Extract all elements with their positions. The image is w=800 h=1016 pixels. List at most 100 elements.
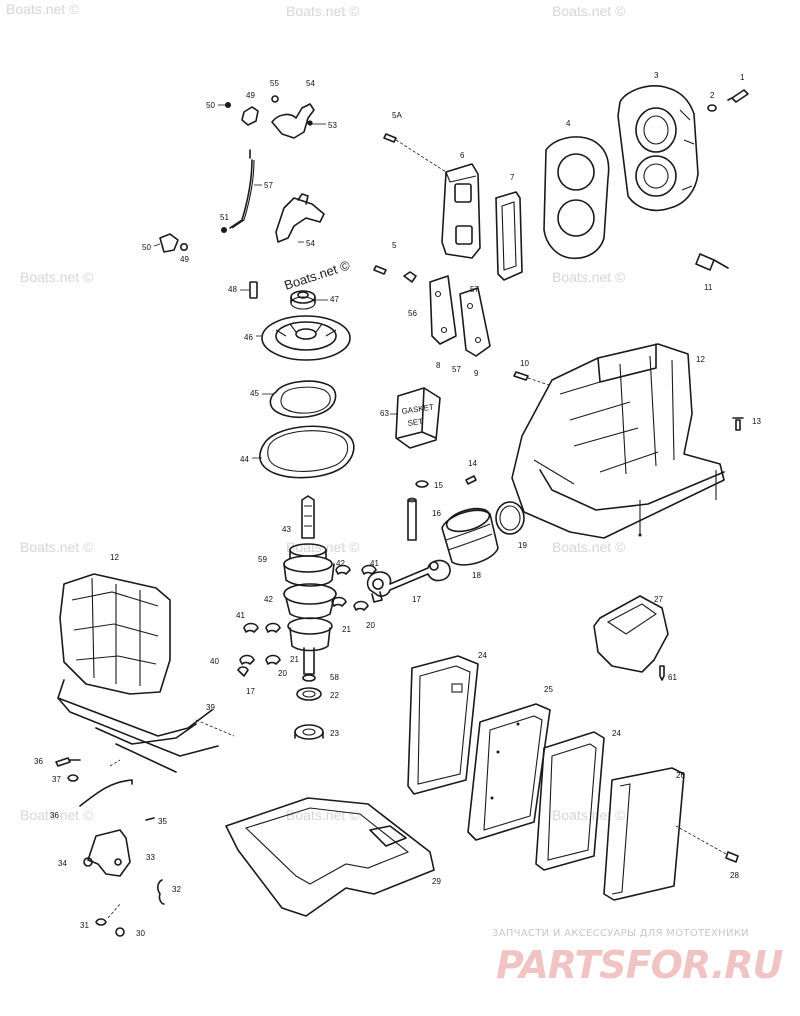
cover-27 [593,595,669,681]
part-number: 19 [518,541,527,550]
crankcase-gaskets [252,380,355,479]
watermark: Boats.net © [552,539,626,555]
part-number: 53 [328,121,337,130]
part-number: 16 [432,509,441,518]
watermark: Boats.net © [552,807,626,823]
part-number: 50 [206,101,215,110]
part-number: 25 [544,685,553,694]
watermark: Boats.net © [552,269,626,285]
part-number: 54 [306,79,315,88]
part-number: 32 [172,885,181,894]
part-number: 49 [246,91,255,100]
part-number: 6 [460,151,465,160]
crankcase-left [55,573,235,937]
part-number: 4 [566,119,571,128]
part-number: 21 [290,655,299,664]
part-number: 55 [270,79,279,88]
part-number: 24 [612,729,621,738]
watermark: Boats.net © [20,539,94,555]
part-number: 43 [282,525,291,534]
brand-logo: PARTSFOR.RU [496,943,784,987]
box-label-line2: SET [407,417,424,428]
part-number: 31 [80,921,89,930]
part-number: 10 [520,359,529,368]
brand-watermark: ЗАПЧАСТИ И АКСЕССУАРЫ ДЛЯ МОТОТЕХНИКИ PA… [492,928,785,987]
part-number: 24 [478,651,487,660]
part-number: 48 [228,285,237,294]
part-number: 17 [246,687,255,696]
piston-group [407,475,525,566]
part-number: 22 [330,691,339,700]
part-number: 39 [206,703,215,712]
linkage-assembly [153,95,326,253]
part-number: 33 [146,853,155,862]
part-number: 41 [236,611,245,620]
part-number: 46 [244,333,253,342]
brand-tagline: ЗАПЧАСТИ И АКСЕССУАРЫ ДЛЯ МОТОТЕХНИКИ [492,928,749,939]
part-number: 54 [306,239,315,248]
part-number-labels: 1 2 3 4 5 5A 6 7 8 9 10 11 12 12 13 14 1… [34,71,761,938]
part-number: 5A [392,111,402,120]
part-number: 49 [180,255,189,264]
part-number: 20 [366,621,375,630]
part-number: 36 [34,757,43,766]
part-number: 57 [470,285,479,294]
part-number: 28 [730,871,739,880]
part-number: 37 [52,775,61,784]
plates-and-gaskets [225,655,739,917]
part-number: 63 [380,409,389,418]
part-number: 35 [158,817,167,826]
watermark: Boats.net © [552,3,626,19]
part-number: 14 [468,459,477,468]
part-number: 7 [510,173,515,182]
part-number: 18 [472,571,481,580]
part-number: 59 [258,555,267,564]
part-number: 36 [50,811,59,820]
part-number: 57 [264,181,273,190]
magneto-group [240,281,351,361]
cylinder-block-right [511,343,744,539]
part-number: 9 [474,369,479,378]
watermark: Boats.net © [286,807,360,823]
part-number: 50 [142,243,151,252]
part-number: 1 [740,73,745,82]
part-number: 5 [392,241,397,250]
part-number: 23 [330,729,339,738]
part-number: 20 [278,669,287,678]
part-number: 29 [432,877,441,886]
part-number: 17 [412,595,421,604]
part-number: 58 [330,673,339,682]
part-number: 51 [220,213,229,222]
watermark: Boats.net © [286,3,360,19]
part-number: 26 [676,771,685,780]
gasket-set-box: GASKET SET [390,387,441,449]
part-number: 42 [264,595,273,604]
part-number: 41 [370,559,379,568]
cylinder-head-group [373,85,749,357]
part-number: 21 [342,625,351,634]
part-number: 61 [668,673,677,682]
part-number: 47 [330,295,339,304]
part-number: 42 [336,559,345,568]
part-number: 3 [654,71,659,80]
part-number: 34 [58,859,67,868]
part-number: 45 [250,389,259,398]
part-number: 13 [752,417,761,426]
part-number: 11 [704,283,713,292]
crankshaft-group [237,495,451,740]
part-number: 12 [696,355,705,364]
part-number: 8 [436,361,441,370]
part-number: 12 [110,553,119,562]
part-number: 27 [654,595,663,604]
watermark-dark: Boats.net © [282,257,352,292]
part-number: 30 [136,929,145,938]
watermark: Boats.net © [20,807,94,823]
part-number: 40 [210,657,219,666]
part-number: 15 [434,481,443,490]
part-number: 56 [408,309,417,318]
part-number: 2 [710,91,715,100]
watermark: Boats.net © [20,269,94,285]
part-number: 57 [452,365,461,374]
box-label-line1: GASKET [401,403,435,416]
